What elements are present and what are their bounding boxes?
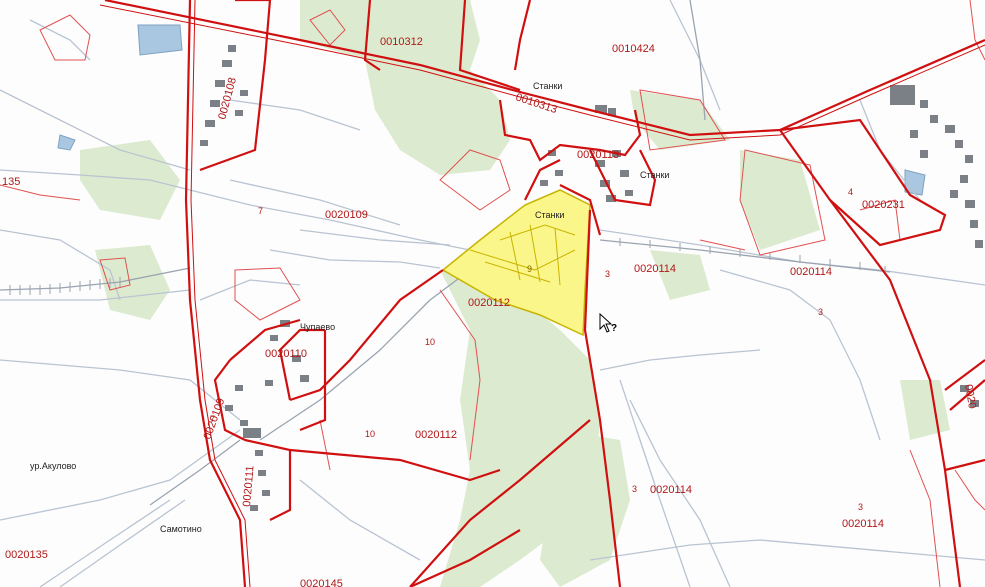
label-0020110: 0020110	[265, 348, 307, 360]
label-135-left: 135	[2, 176, 20, 188]
svg-text:?: ?	[611, 323, 617, 334]
number-7-b: 7	[210, 414, 215, 424]
label-0020112-b: 0020112	[415, 429, 457, 441]
place-stanki-right: Станки	[640, 170, 669, 180]
label-0020114-a: 0020114	[634, 263, 676, 275]
number-7-a: 7	[258, 206, 263, 216]
number-4: 4	[848, 187, 853, 197]
label-0010424: 0010424	[612, 43, 655, 55]
place-stanki-center: Станки	[535, 210, 564, 220]
label-0020114-b: 0020114	[790, 266, 832, 278]
number-3-b: 3	[818, 307, 823, 317]
place-stanki-top: Станки	[533, 81, 562, 91]
number-10-a: 10	[425, 337, 435, 347]
number-3-a: 3	[605, 269, 610, 279]
label-0020231: 0020231	[862, 199, 905, 211]
place-names: Станки Станки Станки Чупаево ур.Акулово …	[30, 81, 669, 534]
place-samotino: Самотино	[160, 524, 202, 534]
label-0020145: 0020145	[300, 578, 343, 587]
label-0020113: 0020113	[577, 149, 619, 161]
buildings-layer	[200, 45, 983, 511]
water-layer	[57, 24, 926, 196]
cursor-help-icon: ?	[599, 312, 617, 334]
number-3-d: 3	[858, 502, 863, 512]
label-0020109-top: 0020109	[325, 209, 368, 221]
place-chupaevo: Чупаево	[300, 322, 335, 332]
label-0020111: 0020111	[241, 465, 257, 507]
label-0020135-bottom: 0020135	[5, 549, 48, 561]
label-0020112-a: 0020112	[468, 297, 510, 309]
label-0010312: 0010312	[380, 36, 423, 48]
major-boundaries	[99, 0, 985, 587]
label-right-edge: 0020	[962, 383, 978, 409]
railway-ticks	[9, 238, 886, 295]
number-10-b: 10	[365, 429, 375, 439]
label-0020114-c: 0020114	[650, 484, 692, 496]
number-3-c: 3	[632, 484, 637, 494]
label-0020114-d: 0020114	[842, 518, 884, 530]
zone-numbers: 7 7 4 3 3 3 3 10 10 9	[210, 187, 863, 512]
parcel-number-9: 9	[527, 264, 532, 274]
place-akulovo: ур.Акулово	[30, 461, 76, 471]
